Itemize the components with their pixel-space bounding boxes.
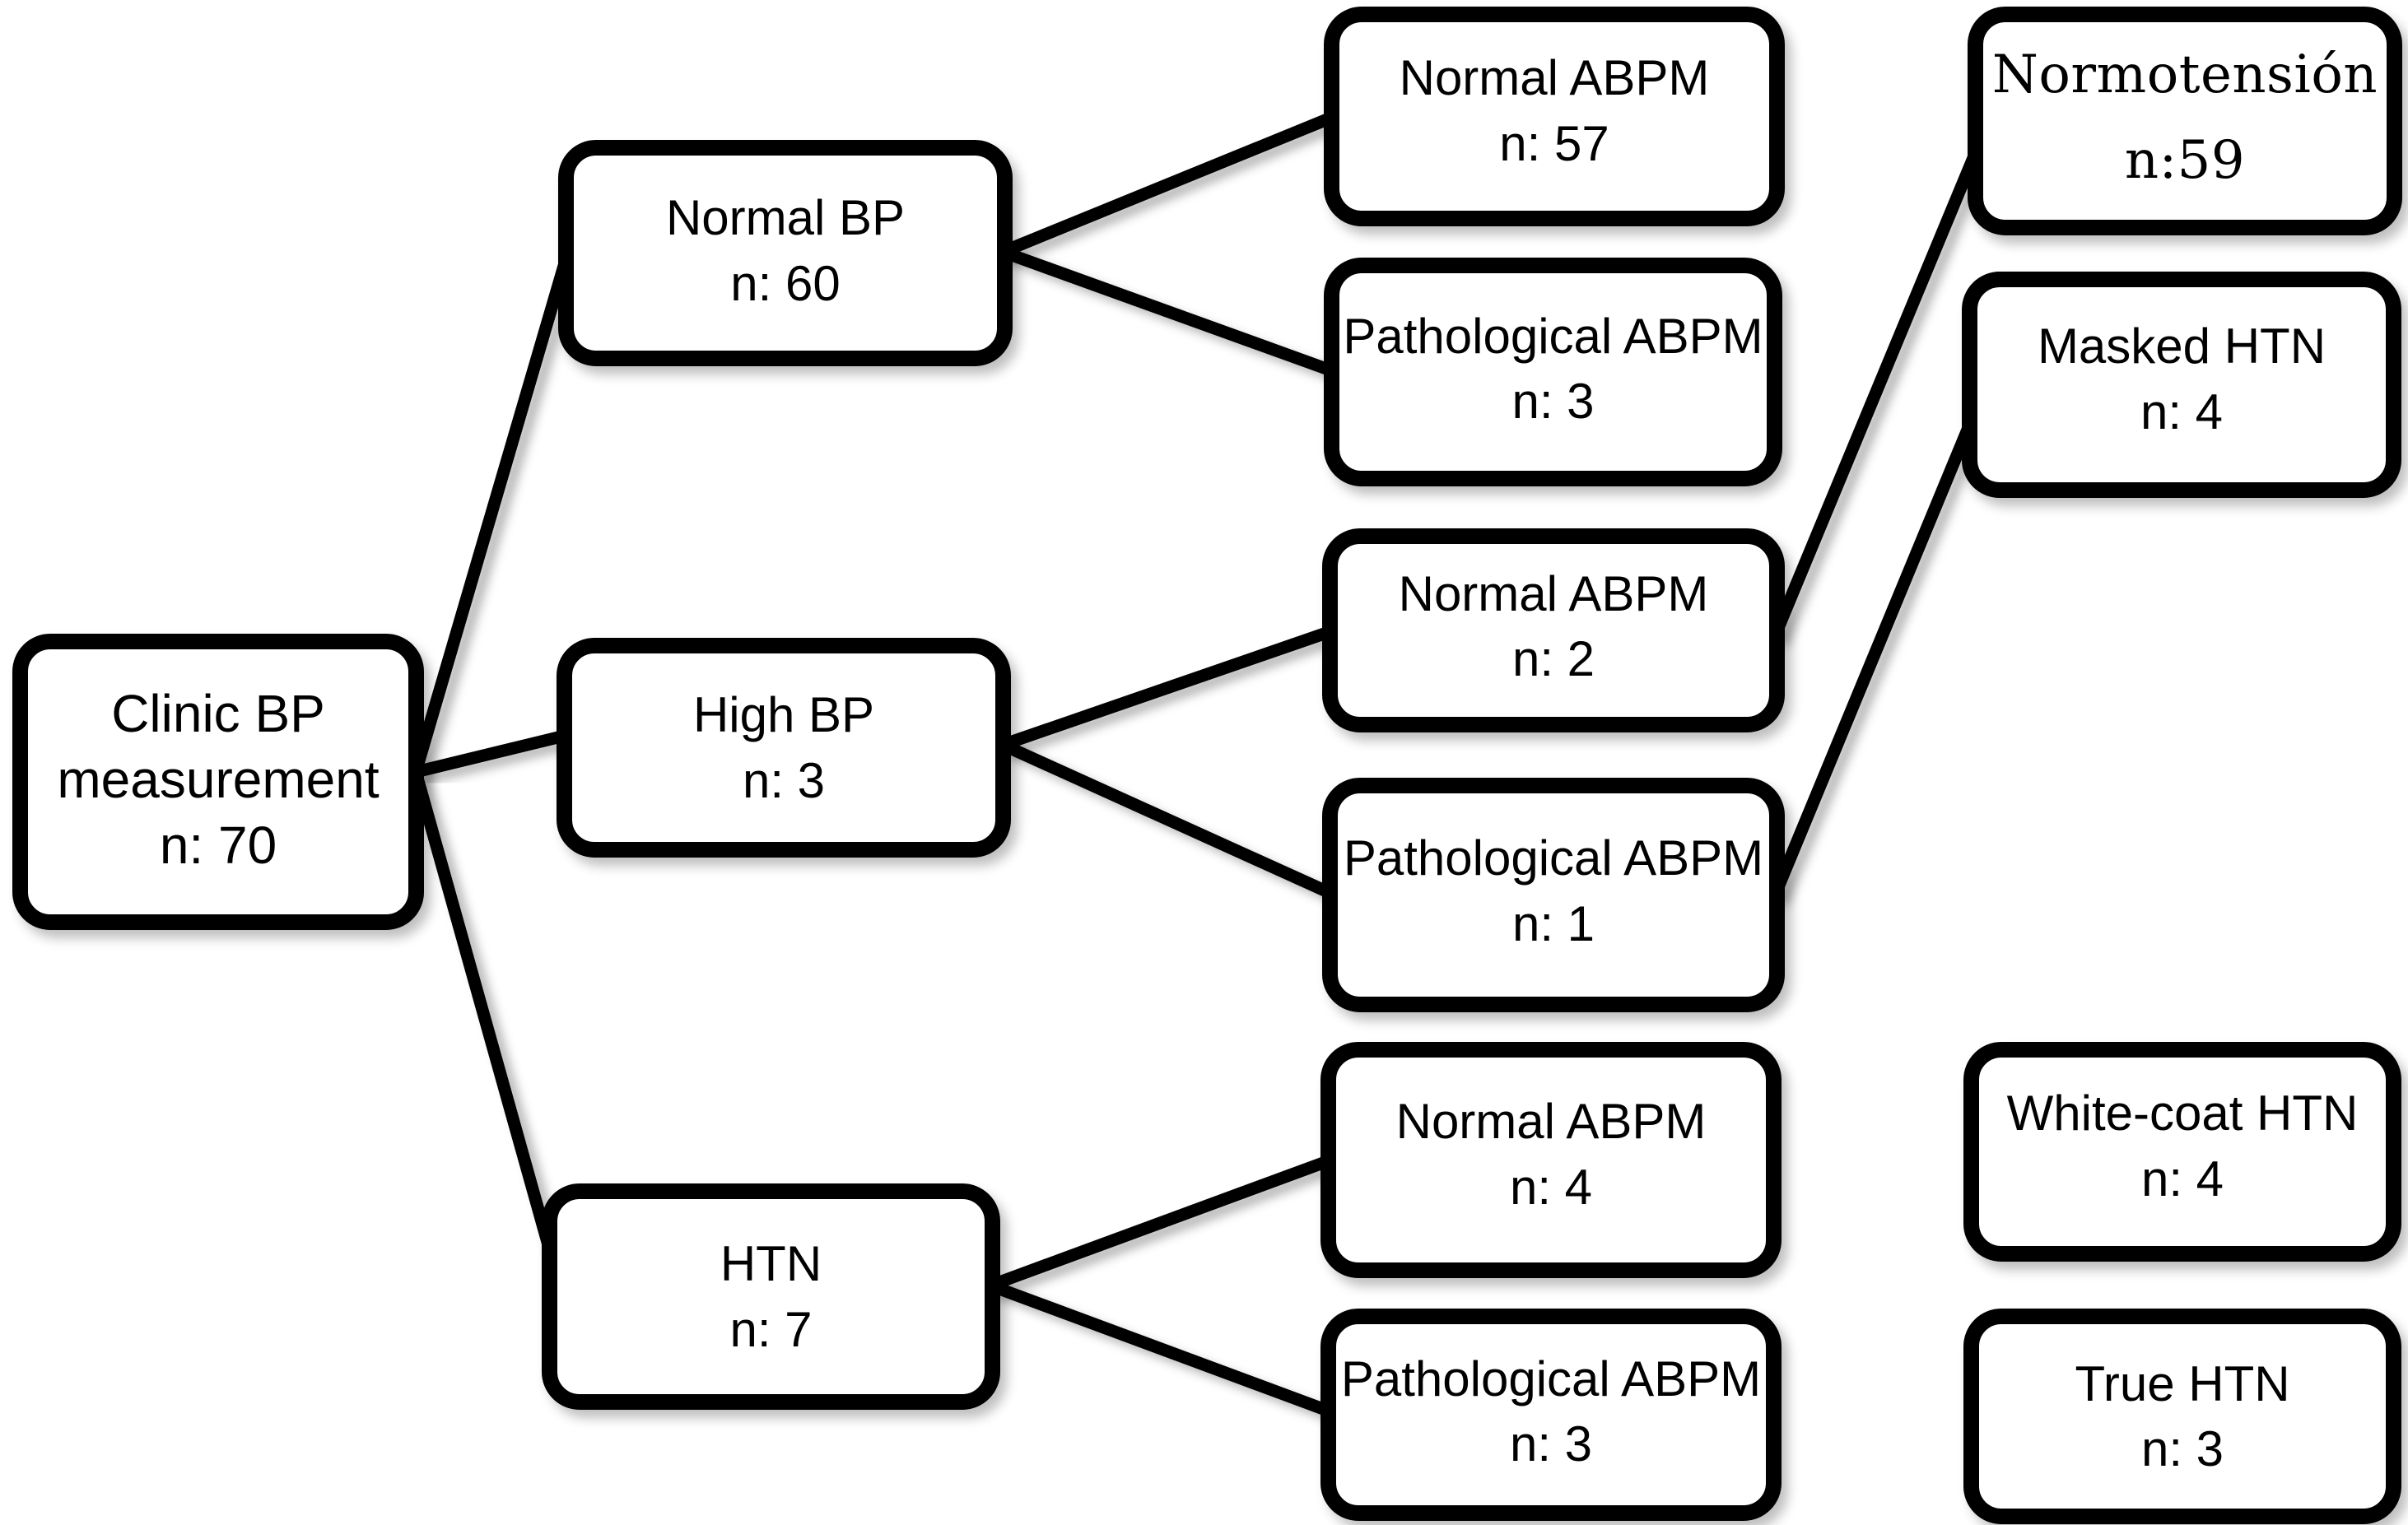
node-label: Masked HTN <box>2037 318 2326 374</box>
node-label: HTN <box>720 1236 822 1292</box>
node-true-htn: True HTN n: 3 <box>1963 1309 2401 1524</box>
node-count: n: 1 <box>1511 895 1595 951</box>
edge-high-bp-to-pathological-abpm-1 <box>999 739 1337 900</box>
node-label: Normal ABPM <box>1395 1094 1707 1150</box>
node-count: n: 2 <box>1511 631 1595 686</box>
node-normotension: Normotensión n:59 <box>1968 7 2402 235</box>
node-count: n: 3 <box>2140 1421 2224 1476</box>
edge-normal-bp-to-normal-abpm-57 <box>1000 110 1338 258</box>
node-label: Normal BP <box>665 190 906 246</box>
node-text: Masked HTN n: 4 <box>2038 314 2326 444</box>
node-text: Pathological ABPM n: 3 <box>1341 1346 1761 1476</box>
node-pathological-abpm-3b: Pathological ABPM n: 3 <box>1320 1309 1782 1521</box>
node-text: Pathological ABPM n: 3 <box>1343 304 1763 434</box>
node-count: n: 70 <box>159 816 277 875</box>
node-label: Pathological ABPM <box>1343 308 1763 364</box>
edge-clinic-bp-to-high-bp <box>414 728 570 779</box>
node-count: n: 60 <box>730 255 841 311</box>
node-count: n: 7 <box>729 1301 813 1357</box>
node-text: HTN n: 7 <box>720 1231 822 1361</box>
node-high-bp: High BP n: 3 <box>557 638 1011 858</box>
node-count: n: 3 <box>742 752 826 808</box>
node-count: n: 3 <box>1511 374 1595 429</box>
edge-htn-to-normal-abpm-4 <box>988 1153 1334 1292</box>
node-label: Clinic BP <box>111 684 325 743</box>
node-count: n: 3 <box>1509 1416 1593 1472</box>
node-text: Normal ABPM n: 4 <box>1396 1089 1707 1219</box>
edge-htn-to-pathological-abpm-3b <box>988 1279 1334 1419</box>
edge-normal-abpm-2-to-normotension <box>1768 142 1985 640</box>
node-text: Normal ABPM n: 2 <box>1399 561 1709 691</box>
node-label: Normotensión <box>1991 44 2378 106</box>
node-text: Normotensión n:59 <box>1992 33 2378 203</box>
node-label: Normal ABPM <box>1399 50 1710 106</box>
node-count: n: 4 <box>1509 1159 1593 1215</box>
node-text: True HTN n: 3 <box>2075 1351 2289 1481</box>
edge-clinic-bp-to-normal-bp <box>409 249 575 774</box>
node-normal-abpm-4: Normal ABPM n: 4 <box>1320 1042 1782 1278</box>
node-count: n: 4 <box>2140 1151 2224 1207</box>
node-count: n: 57 <box>1499 115 1609 171</box>
edge-normal-bp-to-pathological-abpm-3 <box>1000 245 1338 379</box>
node-count: n: 4 <box>2140 384 2224 439</box>
node-label: Pathological ABPM <box>1343 830 1764 886</box>
node-clinic-bp-measurement: Clinic BP measurement n: 70 <box>12 634 424 930</box>
node-label: measurement <box>57 750 380 809</box>
node-white-coat-htn: White-coat HTN n: 4 <box>1963 1042 2401 1262</box>
node-text: White-coat HTN n: 4 <box>2007 1081 2359 1211</box>
node-text: Clinic BP measurement n: 70 <box>57 681 379 878</box>
node-count: n:59 <box>2124 130 2246 191</box>
edge-pathological-abpm-1-to-masked-htn <box>1768 403 1983 900</box>
node-text: High BP n: 3 <box>693 682 874 812</box>
node-pathological-abpm-1: Pathological ABPM n: 1 <box>1322 778 1785 1012</box>
node-label: White-coat HTN <box>2006 1086 2359 1141</box>
edge-clinic-bp-to-htn <box>409 769 562 1274</box>
node-label: Normal ABPM <box>1398 565 1709 621</box>
node-masked-htn: Masked HTN n: 4 <box>1962 272 2401 498</box>
node-label: True HTN <box>2075 1355 2290 1411</box>
node-label: High BP <box>692 687 875 743</box>
node-normal-abpm-2: Normal ABPM n: 2 <box>1322 528 1785 732</box>
node-text: Normal ABPM n: 57 <box>1400 45 1710 175</box>
edge-high-bp-to-normal-abpm-2 <box>1000 624 1336 751</box>
node-htn: HTN n: 7 <box>542 1183 1000 1410</box>
node-pathological-abpm-3: Pathological ABPM n: 3 <box>1324 258 1782 486</box>
node-text: Pathological ABPM n: 1 <box>1344 825 1763 955</box>
node-normal-abpm-57: Normal ABPM n: 57 <box>1324 7 1785 226</box>
node-label: Pathological ABPM <box>1340 1351 1762 1406</box>
node-text: Normal BP n: 60 <box>666 185 905 315</box>
node-normal-bp: Normal BP n: 60 <box>558 140 1013 366</box>
